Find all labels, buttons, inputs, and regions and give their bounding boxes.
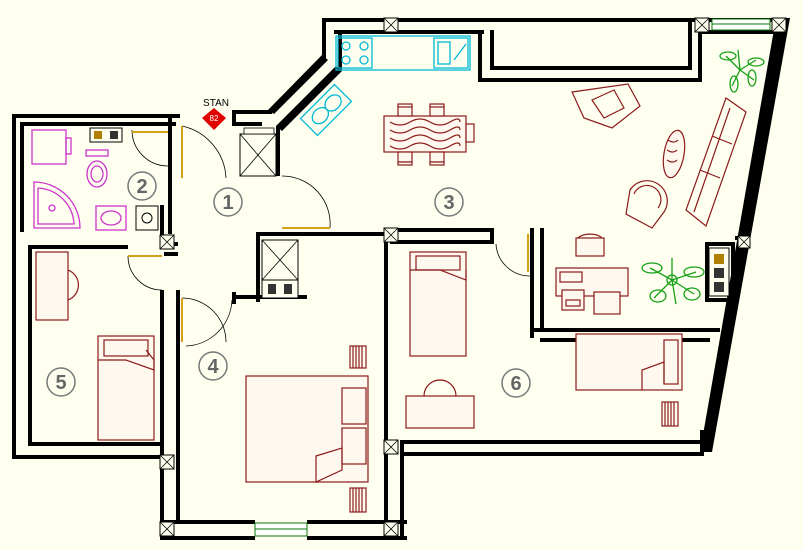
room-number-6: 6 (501, 368, 531, 398)
column-mid-left (159, 234, 175, 250)
chair (465, 123, 475, 143)
living-area (571, 49, 765, 229)
plant-office (641, 258, 705, 305)
coffee-table (662, 129, 686, 179)
room-number-3: 3 (434, 187, 464, 217)
door-entrance (181, 125, 227, 179)
door-bathroom (131, 129, 169, 167)
columns (159, 17, 787, 537)
walls (12, 18, 790, 540)
windows (254, 18, 771, 537)
column-top-far-right (771, 17, 787, 33)
corner-shower (33, 181, 81, 229)
column-top-left (383, 17, 399, 33)
door-room4-top (185, 299, 233, 347)
dining-table (383, 103, 475, 166)
office-area (555, 233, 730, 315)
armchair-round (625, 180, 668, 229)
cabinet (593, 291, 621, 315)
toilet (85, 149, 109, 188)
door-room4-left (181, 297, 227, 343)
plant-top (719, 49, 765, 93)
doors (127, 125, 531, 347)
apartment-marker-number: 82 (210, 114, 219, 123)
column-bottom-right (383, 521, 399, 537)
kitchen-sink (433, 37, 469, 69)
column-center (383, 227, 399, 243)
desk-room5 (35, 251, 80, 321)
chair (397, 103, 413, 117)
room-number-6-label: 6 (510, 373, 521, 395)
room-number-5-label: 5 (55, 372, 66, 394)
room-number-2-label: 2 (136, 176, 147, 198)
corner-sink (299, 83, 353, 137)
door-room5 (127, 255, 163, 291)
double-bed (245, 375, 369, 483)
bed-room6-right (575, 333, 683, 391)
boiler (89, 127, 123, 143)
radiator-bottom (349, 487, 367, 513)
door-room3 (281, 175, 331, 229)
room5-furniture (35, 251, 155, 441)
room-number-5: 5 (46, 367, 76, 397)
door-room6 (495, 234, 531, 277)
column-bottom-left (159, 521, 175, 537)
apartment-marker: STAN 82 (202, 98, 229, 130)
sofa (685, 97, 747, 227)
armchair-top (571, 83, 641, 129)
chair (397, 151, 413, 166)
room-number-4: 4 (198, 351, 228, 381)
column-right-mid (737, 235, 751, 249)
chair (429, 103, 445, 117)
room-number-4-label: 4 (207, 356, 219, 378)
bathroom-fixtures (31, 127, 159, 231)
washbasin (95, 205, 127, 231)
radiator-room6 (661, 401, 679, 427)
room4-furniture (245, 345, 369, 513)
column-left-bottom (159, 454, 175, 470)
column-top-right (694, 17, 710, 33)
window-top-right (711, 18, 771, 31)
shaft-center (261, 239, 299, 299)
room-number-2: 2 (127, 171, 157, 201)
marker-diamond (202, 108, 226, 130)
room-number-1-label: 1 (222, 192, 233, 214)
chair (429, 151, 445, 166)
bed-room6-left (409, 251, 467, 357)
radiator (708, 247, 730, 297)
bath-column (135, 205, 159, 231)
bed-room5 (97, 335, 155, 441)
room-number-1: 1 (213, 187, 243, 217)
apartment-marker-label: STAN (203, 98, 229, 109)
kitchen (299, 35, 471, 137)
column-center-bottom (383, 439, 399, 455)
office-chair (575, 233, 605, 257)
stove (337, 37, 373, 69)
radiator-top (349, 345, 367, 369)
room6-furniture (405, 251, 683, 429)
desk-chair (561, 289, 585, 311)
window-bottom (254, 522, 308, 537)
shaft-entrance (239, 127, 277, 177)
counter (335, 35, 471, 71)
room-number-3-label: 3 (443, 192, 454, 214)
desk-room6 (405, 379, 475, 429)
